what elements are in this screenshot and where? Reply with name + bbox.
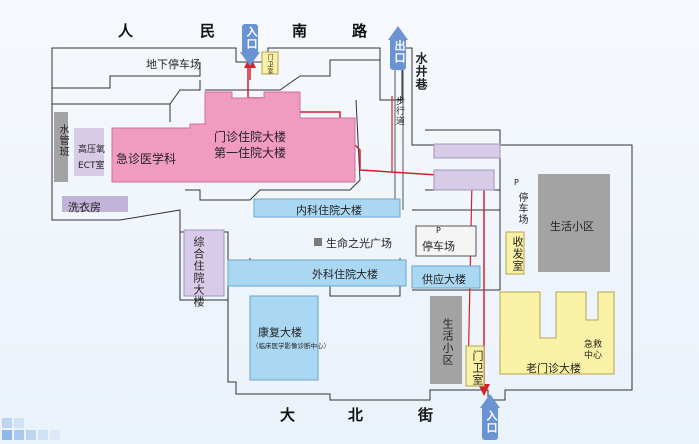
water-station-building	[54, 112, 68, 182]
general-ward-label: 综合住院大楼	[192, 236, 205, 308]
laundry-building	[62, 196, 128, 212]
ect-label: ECT室	[78, 161, 105, 171]
outpatient-label-2: 第一住院大楼	[214, 146, 287, 160]
parking-center-label: 停车场	[422, 240, 455, 253]
road-south-char-1: 大	[280, 406, 296, 424]
surgery-ward-building	[227, 259, 407, 287]
parking-east-label: 停车场	[516, 192, 527, 225]
road-north-char-1: 人	[118, 22, 134, 40]
parking-east-symbol: P	[514, 178, 519, 187]
gate-north-entrance: 入口	[245, 26, 258, 50]
surgery-ward-label: 外科住院大楼	[312, 268, 378, 281]
decorative-tiles	[2, 418, 60, 440]
life-plaza-marker	[314, 238, 322, 246]
walkway-label: 步行道	[394, 96, 404, 126]
road-north-char-3: 南	[292, 22, 308, 40]
gate-south-entrance-icon	[480, 394, 500, 440]
road-south-char-3: 街	[418, 406, 434, 424]
general-ward-building	[183, 229, 225, 297]
rehab-label-1: 康复大楼	[258, 326, 302, 339]
gate-north-entrance-icon	[240, 24, 260, 66]
outpatient-label-1: 门诊住院大楼	[214, 130, 287, 144]
gate-north-exit-icon	[388, 26, 408, 70]
emergency-center-label: 急救中心	[584, 340, 603, 361]
internal-ward-label: 内科住院大楼	[296, 204, 362, 217]
dispatch-building	[505, 231, 525, 275]
dispatch-label: 收发室	[511, 236, 524, 272]
east-block-1	[433, 143, 501, 159]
rehab-label-2: （临床医学影像诊断中心）	[252, 342, 330, 350]
laundry-label: 洗衣房	[68, 201, 101, 214]
hyperbaric-building	[74, 128, 104, 176]
old-outpatient-building	[499, 291, 615, 375]
living-area-south-label: 生活小区	[441, 318, 454, 366]
living-area-east-label: 生活小区	[550, 220, 594, 233]
guard-small-building	[261, 51, 279, 75]
road-north-char-4: 路	[352, 22, 368, 40]
life-plaza-label: 生命之光广场	[326, 237, 392, 250]
living-area-south-building	[430, 296, 462, 384]
gate-south-entrance: 入口	[485, 410, 498, 434]
hyperbaric-label: 高压氧	[78, 145, 106, 155]
old-outpatient-label: 老门诊大楼	[526, 362, 581, 375]
underground-parking-label: 地下停车场	[146, 58, 201, 71]
lane-name: 水井巷	[414, 52, 428, 91]
outpatient-building	[111, 91, 356, 183]
guard-south-label: 门卫室	[471, 350, 484, 386]
road-north-char-2: 民	[200, 22, 216, 40]
internal-ward-building	[253, 198, 401, 218]
living-area-east-building	[538, 174, 610, 272]
supply-label: 供应大楼	[422, 273, 466, 286]
gate-north-exit: 出口	[393, 40, 406, 64]
supply-building	[411, 265, 481, 289]
water-station-label: 水管班	[57, 124, 68, 157]
emergency-label: 急诊医学科	[116, 152, 177, 166]
parking-center-frame	[415, 225, 477, 257]
parking-center-symbol: P	[436, 226, 441, 235]
east-block-2	[433, 169, 495, 191]
guard-south-building	[465, 345, 485, 387]
guard-small-label: 门卫室	[266, 54, 273, 75]
rehab-building	[249, 295, 319, 381]
road-south-char-2: 北	[348, 406, 364, 424]
